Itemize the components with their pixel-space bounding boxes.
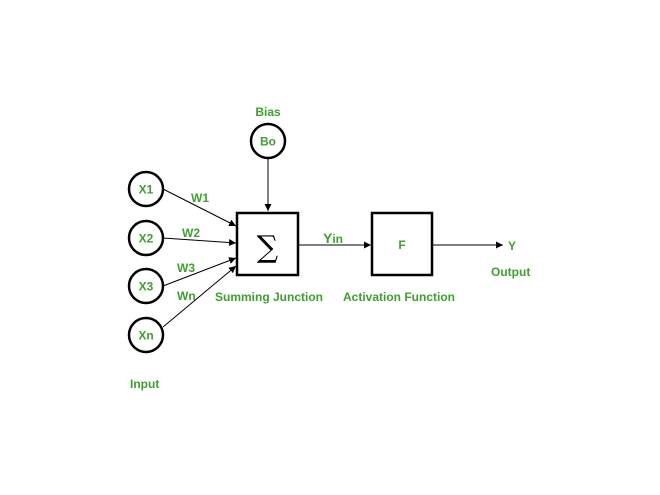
weight-arrow-wn xyxy=(162,265,237,328)
output-symbol: Y xyxy=(508,239,516,253)
weight-label-wn: Wn xyxy=(177,289,196,303)
activation-symbol: F xyxy=(398,238,405,252)
input-node-xn: Xn xyxy=(127,316,165,354)
bias-node-label: Bo xyxy=(260,135,276,149)
input-node-label: Xn xyxy=(138,329,153,343)
input-node-x3: X3 xyxy=(127,267,165,305)
summing-junction-label: Summing Junction xyxy=(215,290,323,304)
activation-function-box xyxy=(370,211,434,277)
summing-junction-box xyxy=(235,211,300,277)
input-node-x1: X1 xyxy=(127,170,165,208)
weight-label-w3: W3 xyxy=(177,261,195,275)
weight-arrow-w3 xyxy=(162,257,237,287)
input-node-label: X1 xyxy=(139,183,154,197)
input-node-label: X3 xyxy=(139,280,154,294)
weight-arrow-w1 xyxy=(162,188,237,227)
activation-function-label: Activation Function xyxy=(343,290,455,304)
sigma-symbol: ∑ xyxy=(257,230,279,265)
input-node-label: X2 xyxy=(139,232,154,246)
yin-label: Yin xyxy=(323,230,343,246)
weight-arrow-w2 xyxy=(162,237,237,247)
bias-label: Bias xyxy=(255,105,281,119)
yin-main: Y xyxy=(323,230,333,246)
input-label: Input xyxy=(130,377,159,391)
weight-label-w2: W2 xyxy=(182,226,200,240)
yin-sub: in xyxy=(332,232,343,246)
output-label: Output xyxy=(491,265,530,279)
weight-label-w1: W1 xyxy=(191,191,209,205)
input-node-x2: X2 xyxy=(127,219,165,257)
